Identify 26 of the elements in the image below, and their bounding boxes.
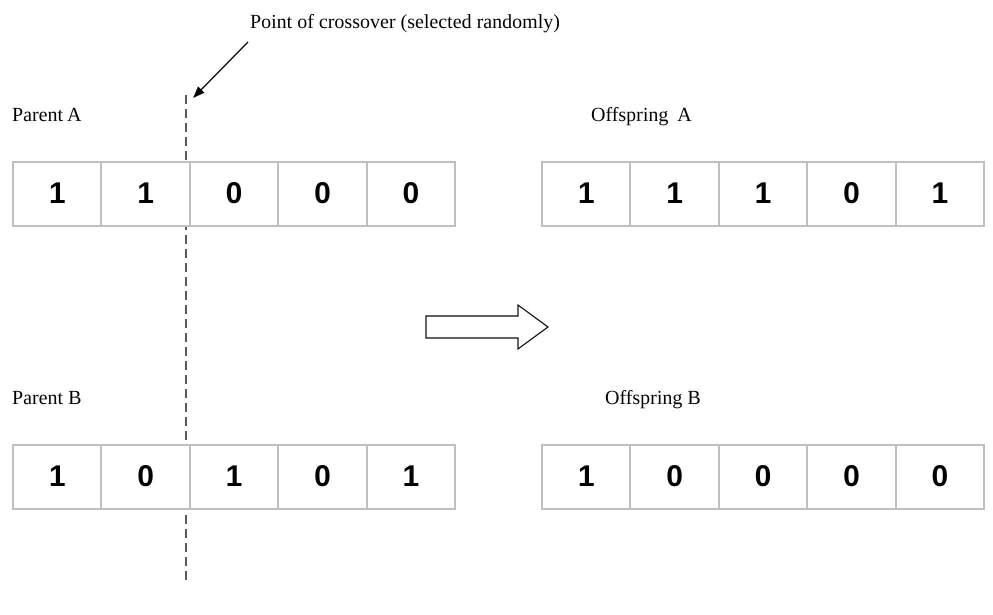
- gene-cell: 1: [543, 446, 630, 508]
- gene-cell: 1: [894, 163, 984, 225]
- gene-cell: 1: [14, 163, 100, 225]
- leader-line: [193, 42, 248, 98]
- gene-cell: 0: [277, 163, 366, 225]
- row-label: Parent B: [12, 386, 82, 410]
- gene-cell: 0: [629, 446, 718, 508]
- gene-cell: 0: [366, 163, 454, 225]
- row-label: Parent A: [12, 103, 82, 127]
- gene-cell: 1: [718, 163, 806, 225]
- gene-cell: 1: [100, 163, 189, 225]
- gene-cell: 1: [629, 163, 718, 225]
- gene-cell: 0: [806, 446, 895, 508]
- gene-cell: 0: [718, 446, 806, 508]
- crossover-note: Point of crossover (selected randomly): [250, 10, 560, 34]
- gene-cell: 1: [14, 446, 100, 508]
- row-label: Offspring A: [591, 103, 692, 127]
- gene-cell: 0: [806, 163, 895, 225]
- row-label: Offspring B: [605, 386, 701, 410]
- gene-cell: 1: [366, 446, 454, 508]
- gene-cell: 1: [188, 446, 278, 508]
- gene-cell: 0: [188, 163, 278, 225]
- gene-cell: 1: [543, 163, 630, 225]
- gene-cell: 0: [100, 446, 189, 508]
- gene-cell: 0: [277, 446, 366, 508]
- gene-cell: 0: [894, 446, 984, 508]
